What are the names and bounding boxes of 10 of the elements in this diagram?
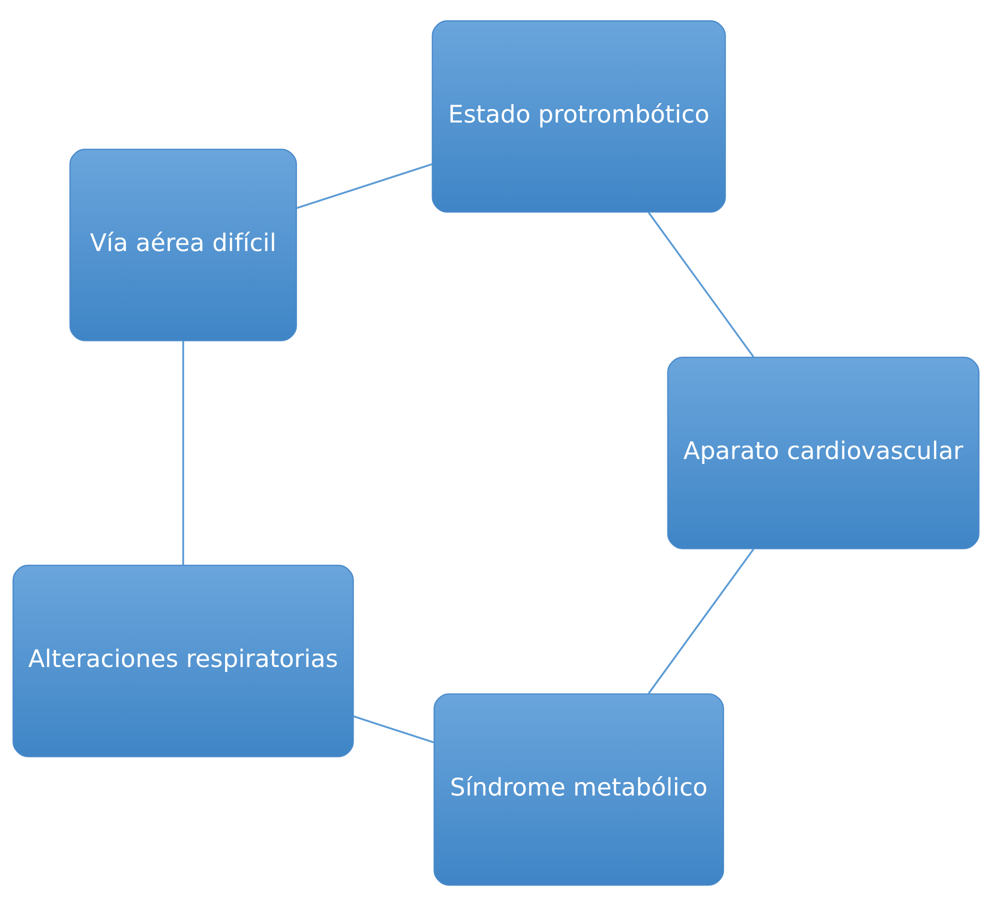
node-box: Vía aérea difícil: [69, 148, 297, 342]
node-box: Síndrome metabólico: [434, 693, 724, 886]
node-box: Alteraciones respiratorias: [12, 564, 354, 758]
connector: [182, 340, 184, 566]
node-box: Estado protrombótico: [432, 20, 726, 213]
connector: [648, 548, 754, 694]
connector: [648, 212, 754, 358]
connector: [296, 163, 432, 210]
connector: [353, 715, 434, 744]
node-box: Aparato cardiovascular: [667, 356, 980, 550]
